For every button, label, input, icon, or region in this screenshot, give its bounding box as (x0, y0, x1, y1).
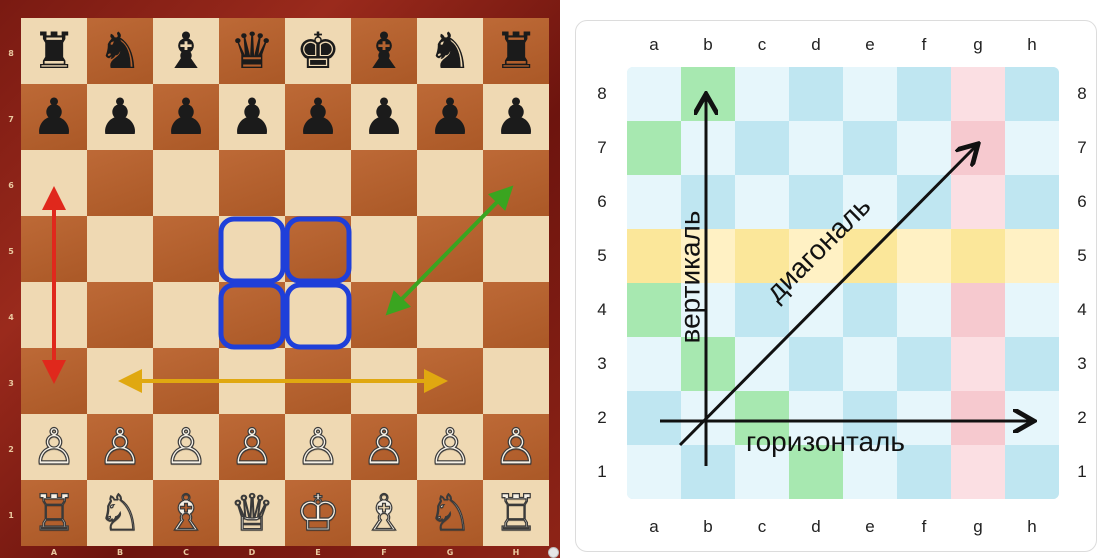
rank-label-right: 4 (1072, 300, 1092, 320)
file-label-top: e (843, 35, 897, 55)
center-highlight-d5 (221, 219, 283, 281)
rank-label: 1 (4, 511, 18, 520)
rank-label-right: 7 (1072, 138, 1092, 158)
center-highlight-d4 (221, 285, 283, 347)
file-label-bottom: b (681, 517, 735, 537)
rank-label: 6 (4, 181, 18, 190)
file-label-top: h (1005, 35, 1059, 55)
file-label: H (483, 548, 549, 557)
right-schematic-board: вертикаль горизонталь диагональ aabbccdd… (575, 20, 1097, 552)
center-highlight-e5 (287, 219, 349, 281)
rank-label-right: 2 (1072, 408, 1092, 428)
rank-label: 3 (4, 379, 18, 388)
rank-label-right: 1 (1072, 462, 1092, 482)
rank-label: 7 (4, 115, 18, 124)
rank-label-right: 8 (1072, 84, 1092, 104)
rank-label-left: 7 (592, 138, 612, 158)
horizontal-label: горизонталь (746, 426, 905, 458)
left-board-overlay (0, 0, 560, 558)
file-label-bottom: a (627, 517, 681, 537)
right-board-overlay (576, 21, 1096, 551)
corner-indicator (548, 547, 559, 558)
file-label: D (219, 548, 285, 557)
rank-label-right: 3 (1072, 354, 1092, 374)
rank-label-right: 6 (1072, 192, 1092, 212)
file-label-top: a (627, 35, 681, 55)
rank-label-left: 5 (592, 246, 612, 266)
diagonal-arrow (394, 194, 505, 307)
left-chessboard: ♜♞♝♛♚♝♞♜♟♟♟♟♟♟♟♟♙♙♙♙♙♙♙♙♖♘♗♕♔♗♘♖ 8765432… (0, 0, 560, 558)
rank-label-left: 6 (592, 192, 612, 212)
rank-label-right: 5 (1072, 246, 1092, 266)
file-label-bottom: g (951, 517, 1005, 537)
diagonal-line-arrow (680, 146, 976, 445)
file-label-top: g (951, 35, 1005, 55)
file-label: F (351, 548, 417, 557)
file-label: B (87, 548, 153, 557)
rank-label-left: 2 (592, 408, 612, 428)
file-label-top: b (681, 35, 735, 55)
file-label: C (153, 548, 219, 557)
rank-label-left: 4 (592, 300, 612, 320)
file-label-bottom: d (789, 517, 843, 537)
file-label-top: d (789, 35, 843, 55)
rank-label-left: 1 (592, 462, 612, 482)
rank-label-left: 8 (592, 84, 612, 104)
file-label-bottom: e (843, 517, 897, 537)
file-label: E (285, 548, 351, 557)
file-label-top: f (897, 35, 951, 55)
rank-label: 5 (4, 247, 18, 256)
file-label-bottom: f (897, 517, 951, 537)
vertical-label: вертикаль (674, 211, 706, 344)
rank-label: 2 (4, 445, 18, 454)
file-label: G (417, 548, 483, 557)
file-label-bottom: c (735, 517, 789, 537)
rank-label: 8 (4, 49, 18, 58)
file-label: A (21, 548, 87, 557)
rank-label: 4 (4, 313, 18, 322)
rank-label-left: 3 (592, 354, 612, 374)
file-label-bottom: h (1005, 517, 1059, 537)
file-label-top: c (735, 35, 789, 55)
center-highlight-e4 (287, 285, 349, 347)
